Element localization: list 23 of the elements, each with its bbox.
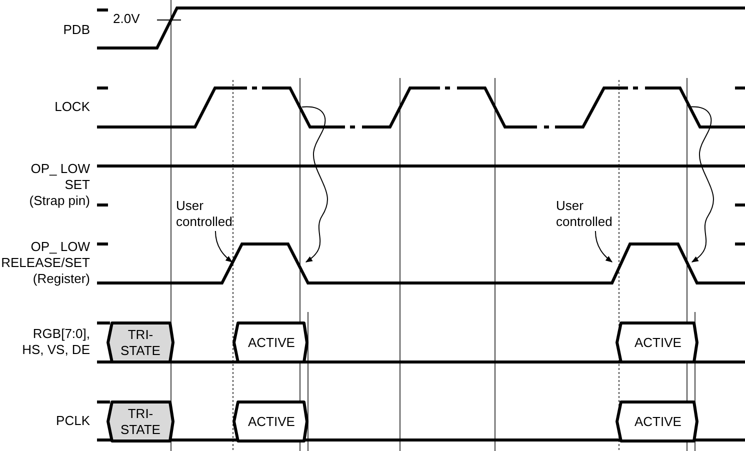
bus-state-box bbox=[234, 323, 307, 362]
signal-label: PDB bbox=[62, 22, 90, 38]
signal-label: OP_ LOW RELEASE/SET (Register) bbox=[0, 239, 90, 287]
state-label: ACTIVE bbox=[248, 414, 293, 430]
state-label: ACTIVE bbox=[248, 334, 293, 350]
state-label: TRI- STATE bbox=[120, 406, 162, 438]
bus-state-box bbox=[108, 323, 173, 362]
leader-line bbox=[214, 230, 233, 262]
signal-label: OP_ LOW SET (Strap pin) bbox=[28, 161, 90, 209]
bus-state-box bbox=[617, 402, 697, 441]
state-label: ACTIVE bbox=[634, 334, 680, 350]
signal-label: PCLK bbox=[55, 413, 90, 429]
signal-label: LOCK bbox=[54, 99, 90, 115]
bus-state-box bbox=[617, 323, 697, 362]
leader-line bbox=[594, 230, 613, 262]
signal-label: RGB[7:0], HS, VS, DE bbox=[21, 326, 90, 358]
bus-state-box bbox=[234, 402, 307, 441]
threshold-label: 2.0V bbox=[113, 11, 141, 27]
annotation-text: User controlled bbox=[556, 198, 614, 230]
state-label: TRI- STATE bbox=[120, 326, 162, 358]
state-label: ACTIVE bbox=[634, 414, 680, 430]
annotation-text: User controlled bbox=[176, 198, 234, 230]
bus-state-box bbox=[108, 402, 173, 441]
